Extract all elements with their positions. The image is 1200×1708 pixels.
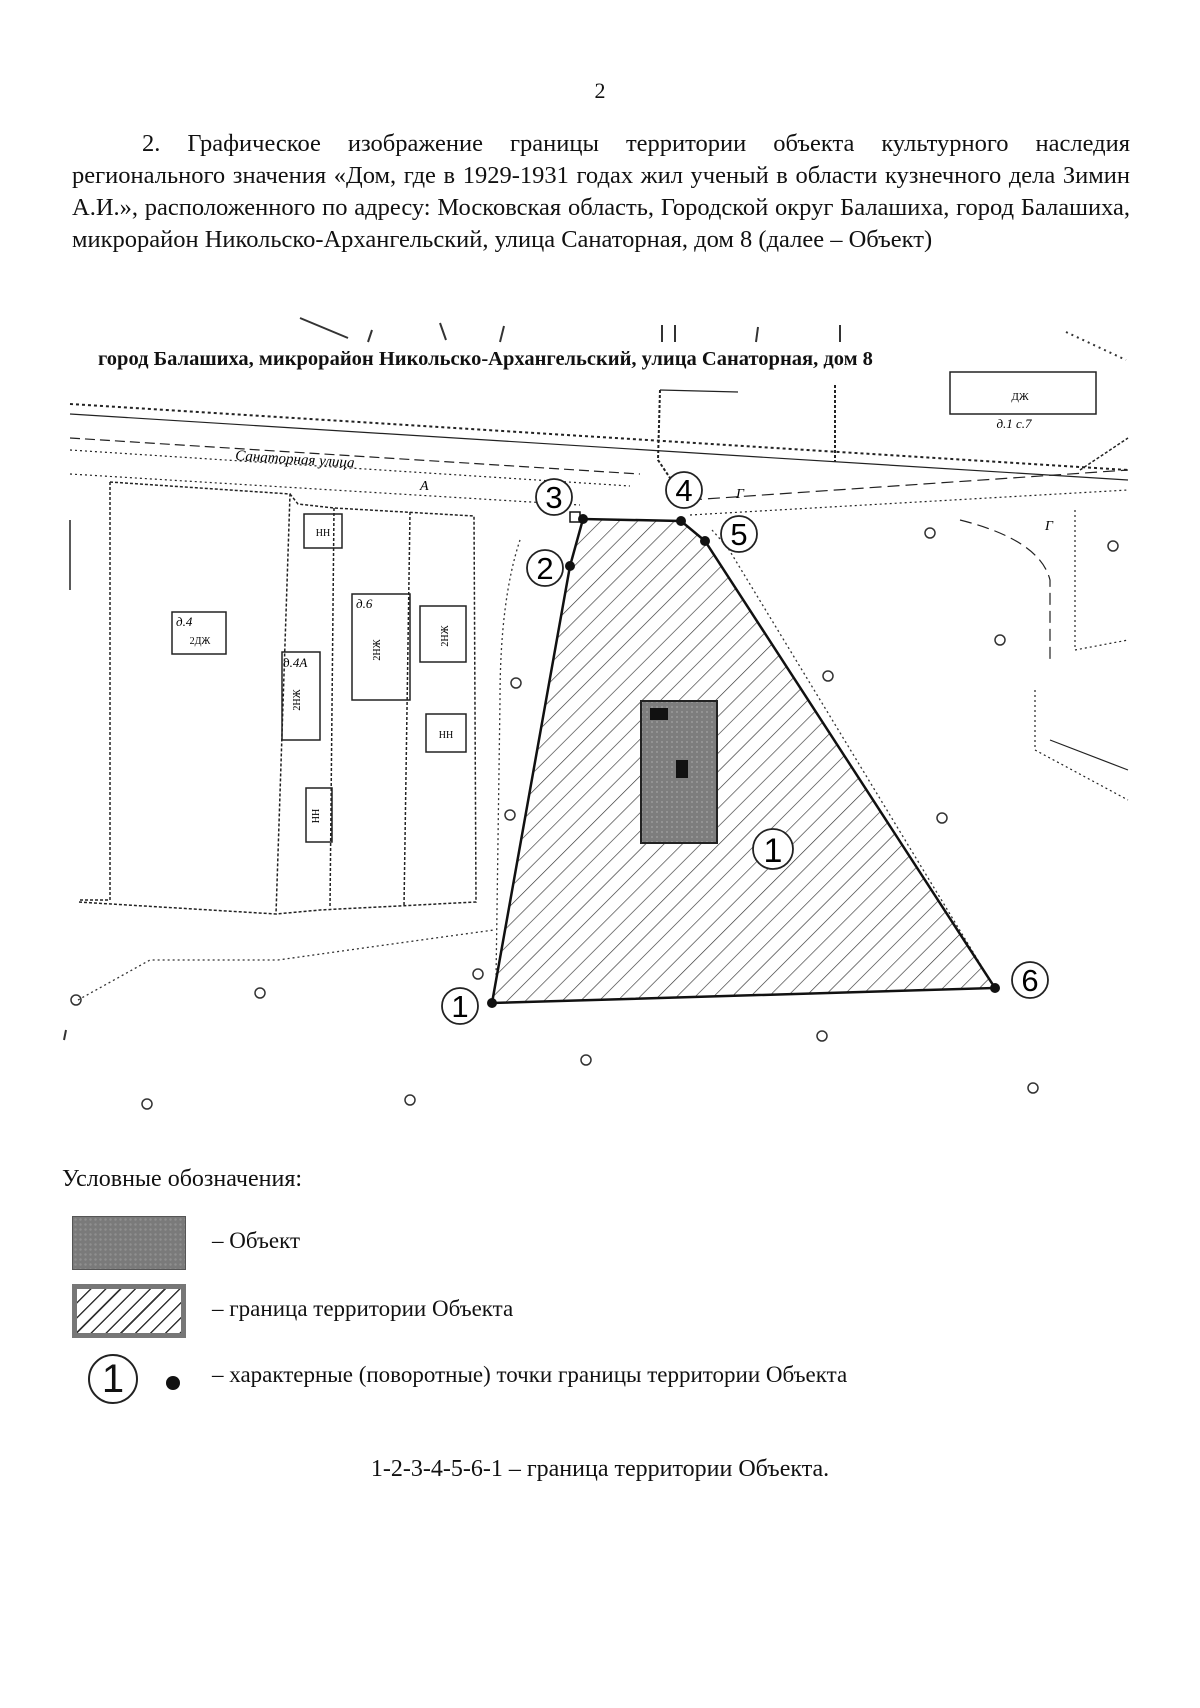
territory-number-circle [752, 828, 794, 870]
territory-number: 1 [764, 832, 783, 870]
building-nzh-right-type: 2НЖ [440, 625, 451, 646]
object-detail-2 [676, 760, 688, 778]
building-d1c7 [949, 371, 1097, 415]
intro-paragraph: 2. Графическое изображение границы терри… [72, 130, 1130, 253]
building-d4a-type: 2НЖ [292, 689, 303, 710]
building-d6-type: 2НЖ [372, 639, 383, 660]
building-d4a-number: д.4А [283, 655, 307, 670]
legend-points-text: – характерные (поворотные) точки границы… [212, 1362, 848, 1387]
point-symbol-icon: 1 [88, 1354, 138, 1404]
boundary-swatch [72, 1284, 186, 1338]
building-nn-1: НН [316, 528, 330, 539]
building-d4-type: 2ДЖ [190, 636, 211, 647]
building-d6-number: д.6 [356, 596, 373, 611]
boundary-summary: 1-2-3-4-5-6-1 – граница территории Объек… [370, 1456, 830, 1482]
right-road [959, 510, 1129, 801]
point-label-2: 2 [536, 551, 553, 586]
page-number: 2 [594, 78, 606, 103]
point-label-5: 5 [730, 517, 747, 552]
left-parcels [69, 481, 477, 915]
lower-surround [77, 929, 495, 1001]
point-3-marker [569, 511, 581, 523]
building-d4-number: д.4 [176, 614, 193, 629]
point-label-6: 6 [1021, 963, 1038, 998]
legend-title: Условные обозначения: [62, 1166, 303, 1192]
survey-circles [70, 527, 1119, 1110]
territory-polygon [490, 517, 998, 1005]
legend-row-points: 1 – характерные (поворотные) точки грани… [72, 1354, 1172, 1416]
point-label-1: 1 [451, 989, 468, 1024]
building-nn-2: НН [439, 730, 453, 741]
building-d1c7-type: ДЖ [1011, 391, 1029, 403]
object-swatch [72, 1216, 186, 1270]
legend-boundary-text: – граница территории Объекта [212, 1296, 514, 1321]
territory-surround-left [495, 539, 521, 981]
point-label-4: 4 [675, 473, 692, 508]
top-marks [299, 317, 1127, 361]
boundary-plan: ДЖ д.1 с.7 Санаторная улица А Г Г д.4 2Д… [63, 317, 1129, 1110]
building-nn-3: НН [311, 809, 322, 823]
legend-object-text: – Объект [212, 1228, 301, 1253]
point-label-3: 3 [545, 480, 562, 515]
road-label-a: А [419, 479, 429, 494]
object-detail-1 [650, 708, 668, 720]
road-label-g2: Г [1044, 519, 1054, 534]
street-lines [69, 385, 1129, 516]
map-caption: город Балашиха, микрорайон Никольско-Арх… [98, 348, 873, 370]
road-label-g1: Г [735, 487, 745, 502]
point-dot-icon [166, 1376, 180, 1390]
left-buildings [171, 513, 467, 843]
street-label: Санаторная улица [235, 448, 355, 471]
building-d1c7-number: д.1 с.7 [996, 416, 1032, 431]
